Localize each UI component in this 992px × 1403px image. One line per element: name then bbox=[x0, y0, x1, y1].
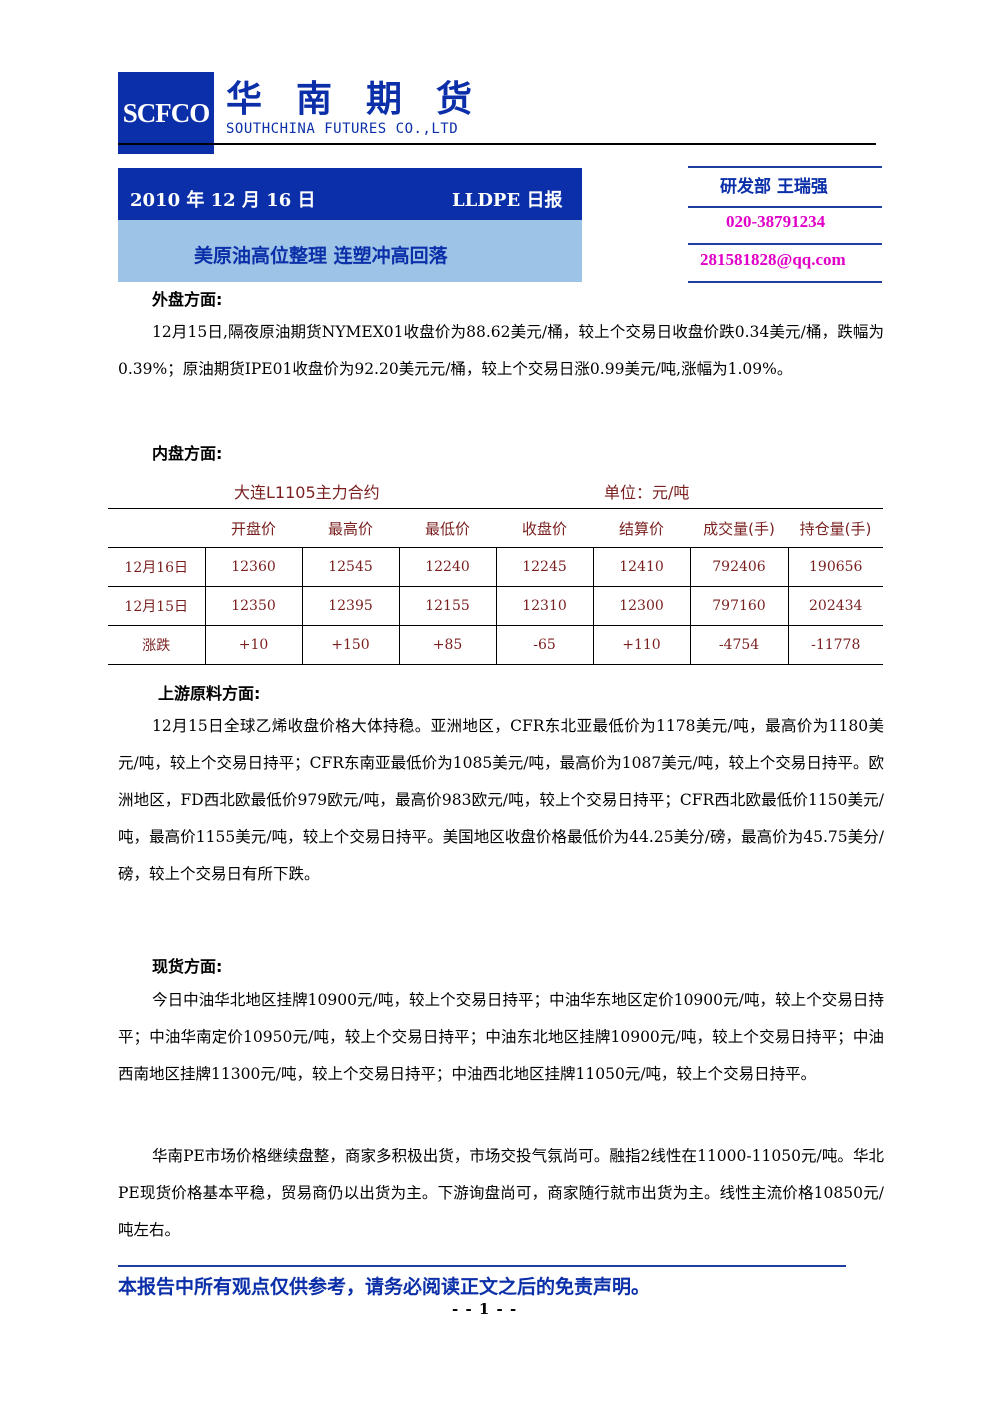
upstream-paragraph: 12月15日全球乙烯收盘价格大体持稳。亚洲地区，CFR东北亚最低价为1178美元… bbox=[118, 717, 884, 883]
table-cell: 12360 bbox=[204, 547, 303, 587]
table-header-cell bbox=[108, 508, 205, 548]
footer-divider bbox=[118, 1265, 846, 1267]
header-divider bbox=[118, 143, 876, 145]
analyst-name: 研发部 王瑞强 bbox=[720, 177, 828, 197]
table-cell: 12410 bbox=[592, 547, 691, 587]
contact-divider bbox=[688, 281, 882, 283]
headline-banner bbox=[118, 220, 582, 282]
table-cell: 12245 bbox=[495, 547, 594, 587]
table-cell: 12月16日 bbox=[108, 547, 206, 587]
table-header-cell: 收盘价 bbox=[496, 508, 593, 548]
table-header-cell: 持仓量(手) bbox=[788, 508, 883, 548]
table-header-cell: 开盘价 bbox=[205, 508, 302, 548]
table-header-cell: 成交量(手) bbox=[690, 508, 788, 548]
futures-table: 开盘价 最高价 最低价 收盘价 结算价 成交量(手) 持仓量(手) 12月16日… bbox=[108, 508, 883, 665]
company-name-en: SOUTHCHINA FUTURES CO.,LTD bbox=[226, 121, 459, 137]
table-cell: +10 bbox=[204, 625, 303, 665]
table-header-cell: 结算价 bbox=[593, 508, 690, 548]
table-cell: -65 bbox=[495, 625, 594, 665]
table-cell: -11778 bbox=[787, 625, 883, 665]
title-banner bbox=[118, 168, 582, 220]
spot-paragraph-2: 华南PE市场价格继续盘整，商家多积极出货，市场交投气氛尚可。融指2线性在1100… bbox=[118, 1147, 884, 1239]
company-name-cn: 华南期货 bbox=[226, 79, 507, 120]
table-cell: 12月15日 bbox=[108, 586, 206, 626]
table-row: 12月15日 12350 12395 12155 12310 12300 797… bbox=[108, 586, 883, 626]
overseas-paragraph: 12月15日,隔夜原油期货NYMEX01收盘价为88.62美元/桶，较上个交易日… bbox=[118, 323, 884, 378]
table-cell: 12310 bbox=[495, 586, 594, 626]
section-title-overseas: 外盘方面: bbox=[152, 290, 223, 309]
table-cell: 190656 bbox=[787, 547, 883, 587]
table-cell: 12395 bbox=[301, 586, 400, 626]
table-cell: 792406 bbox=[689, 547, 789, 587]
table-cell: +110 bbox=[592, 625, 691, 665]
table-cell: 12545 bbox=[301, 547, 400, 587]
table-cell: 202434 bbox=[787, 586, 883, 626]
company-logo: SCFCO bbox=[118, 72, 214, 154]
report-type: LLDPE 日报 bbox=[452, 190, 563, 211]
table-cell: +85 bbox=[398, 625, 497, 665]
table-header-cell: 最高价 bbox=[302, 508, 399, 548]
table-cell: 12240 bbox=[398, 547, 497, 587]
table-cell: 涨跌 bbox=[108, 625, 206, 665]
table-unit: 单位：元/吨 bbox=[604, 483, 690, 502]
table-cell: 12350 bbox=[204, 586, 303, 626]
table-cell: 12155 bbox=[398, 586, 497, 626]
report-headline: 美原油高位整理 连塑冲高回落 bbox=[194, 245, 448, 267]
table-header-row: 开盘价 最高价 最低价 收盘价 结算价 成交量(手) 持仓量(手) bbox=[108, 508, 883, 548]
contact-divider bbox=[688, 166, 882, 168]
contact-email[interactable]: 281581828@qq.com bbox=[700, 250, 846, 269]
disclaimer: 本报告中所有观点仅供参考，请务必阅读正文之后的免责声明。 bbox=[118, 1276, 651, 1298]
table-cell: 12300 bbox=[592, 586, 691, 626]
table-cell: 797160 bbox=[689, 586, 789, 626]
section-title-spot: 现货方面: bbox=[152, 957, 223, 976]
section-title-upstream: 上游原料方面: bbox=[158, 684, 261, 703]
spot-paragraph-1: 今日中油华北地区挂牌10900元/吨，较上个交易日持平；中油华东地区定价1090… bbox=[118, 991, 884, 1083]
table-cell: -4754 bbox=[689, 625, 789, 665]
contact-divider bbox=[688, 206, 882, 208]
contact-divider bbox=[688, 243, 882, 245]
table-cell: +150 bbox=[301, 625, 400, 665]
report-date: 2010 年 12 月 16 日 bbox=[130, 190, 316, 211]
contact-phone: 020-38791234 bbox=[726, 212, 826, 231]
table-header-cell: 最低价 bbox=[399, 508, 496, 548]
table-row: 12月16日 12360 12545 12240 12245 12410 792… bbox=[108, 547, 883, 587]
table-caption: 大连L1105主力合约 bbox=[234, 483, 380, 502]
table-row: 涨跌 +10 +150 +85 -65 +110 -4754 -11778 bbox=[108, 625, 883, 665]
section-title-domestic: 内盘方面: bbox=[152, 444, 223, 463]
page-number: - - 1 - - bbox=[452, 1300, 518, 1318]
